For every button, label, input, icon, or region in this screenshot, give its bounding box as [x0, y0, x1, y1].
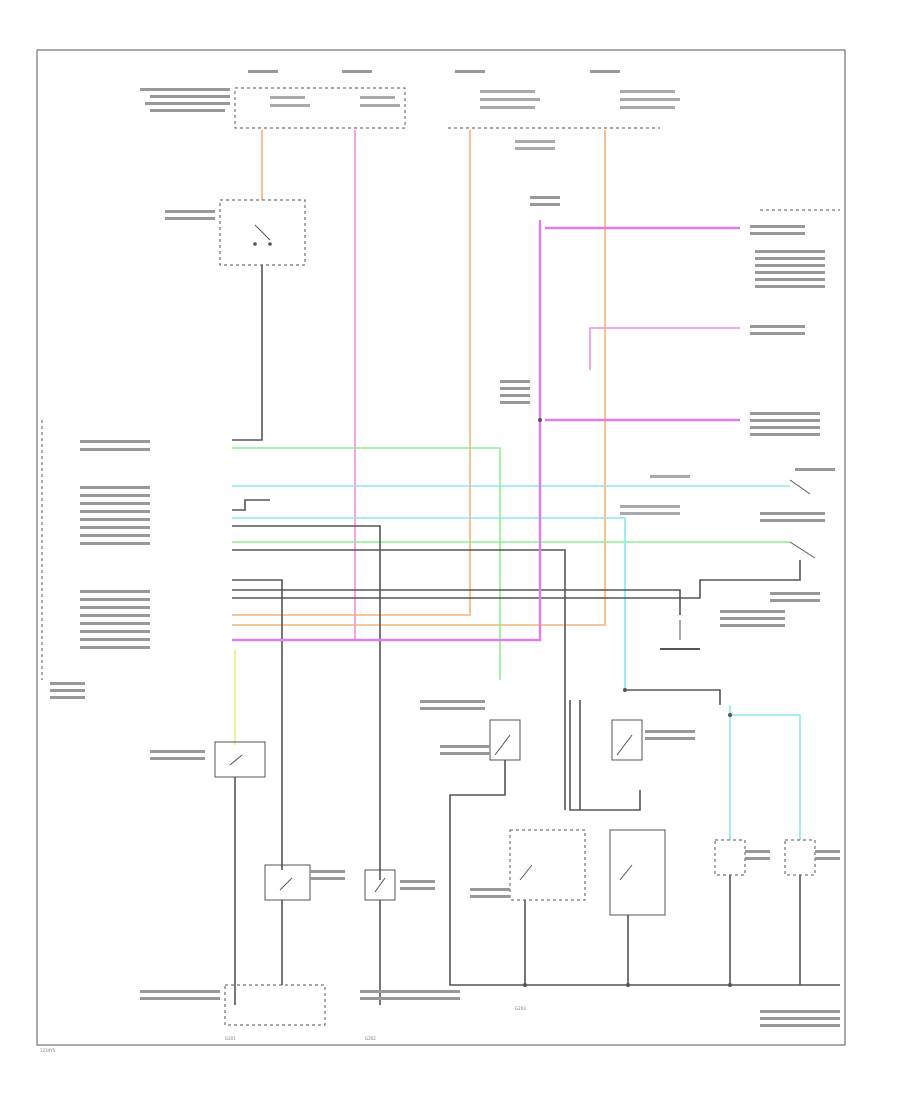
right-switch-lower	[760, 512, 825, 602]
wire-black-right-switch	[720, 560, 801, 581]
fuse-block-left	[140, 70, 406, 129]
bottom-sensor-2	[784, 839, 840, 876]
wire-gray-1	[232, 525, 381, 880]
wire-gray-4	[232, 579, 283, 870]
wire-gray-6	[232, 499, 270, 511]
wire-pink-main	[232, 130, 356, 641]
wire-center-vert-1	[569, 700, 641, 811]
brake-switch	[165, 199, 306, 266]
module-pin-labels	[50, 440, 150, 699]
wire-magenta-vertical	[232, 220, 542, 642]
wire-orange-right	[232, 130, 606, 626]
relay-right	[660, 610, 785, 650]
wire-cyan-sensors-2	[730, 714, 801, 840]
lower-switch-3	[364, 869, 435, 901]
lower-left-switch	[150, 741, 266, 778]
junction-dots	[523, 418, 732, 987]
corner-code: 1234Y5	[40, 1048, 56, 1053]
wire-orange-main	[232, 130, 471, 616]
ground-block-right: G203	[515, 1006, 840, 1027]
wire-green-1	[232, 447, 501, 680]
ground-block-mid: G202	[360, 990, 460, 1041]
ground-label-3: G203	[515, 1006, 526, 1011]
wire-black-switch-down	[232, 265, 263, 441]
right-switch-upper	[620, 468, 835, 515]
wire-gray-2	[232, 589, 681, 615]
wire-center-loop	[449, 760, 840, 986]
wire-center-right-branch	[625, 689, 721, 705]
wire-gray-3	[232, 579, 720, 599]
lower-switch-2	[264, 864, 345, 901]
bottom-sensor-1	[714, 839, 770, 876]
center-module-right	[611, 719, 695, 761]
fuse-block-right	[448, 70, 680, 150]
center-module-left	[420, 700, 521, 761]
diagram-border	[36, 49, 846, 1046]
bottom-component-1	[470, 829, 586, 901]
ground-label-1: G201	[225, 1036, 236, 1041]
wire-gray-5	[232, 549, 566, 810]
fuse-block-left-labels	[140, 70, 400, 112]
wire-pink-branch	[589, 327, 740, 370]
ground-label-2: G202	[365, 1036, 376, 1041]
wire-cyan-2	[232, 517, 626, 690]
ground-block-left: G201	[140, 984, 326, 1041]
magenta-labels	[500, 196, 840, 436]
bottom-component-2	[609, 829, 666, 916]
